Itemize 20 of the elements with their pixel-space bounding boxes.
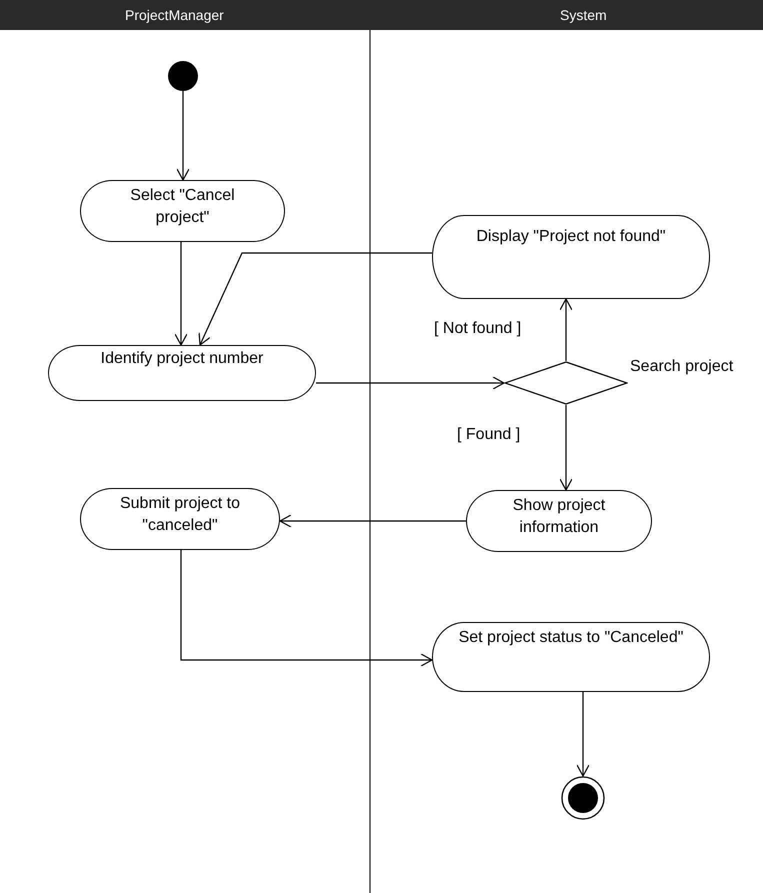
arrow [198,252,432,346]
guard-label: [ Not found ] [432,320,524,338]
guard-label: [ Found ] [455,426,522,444]
activity-state: Set project status to "Canceled" [432,622,710,692]
arrow [576,692,590,777]
arrow [559,298,573,361]
lane-label: ProjectManager [125,7,224,23]
arrow [176,91,190,181]
activity-state: Display "Project not found" [432,215,710,299]
arrow [316,376,505,390]
activity-state: Select "Cancel project" [80,180,285,242]
activity-state: Show project information [466,490,652,552]
activity-state: Identify project number [48,345,316,401]
activity-state: Submit project to "canceled" [80,488,280,550]
arrow [279,514,466,528]
arrow [559,405,573,491]
decision-label: Search project [630,358,734,376]
arrow [180,550,433,667]
lane-label: System [560,7,607,23]
arrow [174,242,188,346]
